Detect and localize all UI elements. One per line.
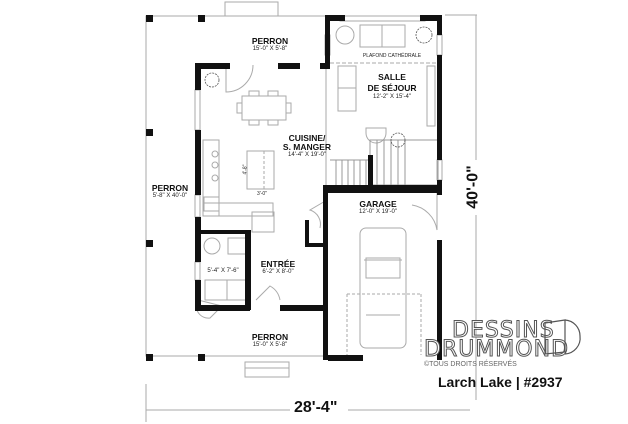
room-title-perron-top: PERRON xyxy=(251,36,289,46)
room-dims-cuisine: 14'-4" X 19'-0" xyxy=(288,152,326,158)
room-dims-salle-bain: 5'-4" X 7'-6" xyxy=(207,268,239,274)
logo-line2: DRUMMOND xyxy=(423,337,570,363)
room-title-salle-sejour-2: DE SÉJOUR xyxy=(367,83,417,93)
porch-post xyxy=(198,354,205,361)
porch-post xyxy=(146,240,153,247)
room-dims-salle-sejour: 12'-2" X 15'-4" xyxy=(373,94,411,100)
model-name: Larch Lake | #2937 xyxy=(438,374,563,390)
room-dims-garage: 12'-0" X 19'-0" xyxy=(359,209,397,215)
porch-post xyxy=(146,129,153,136)
island-depth: 4'-8" xyxy=(242,164,249,175)
room-dims-entree: 6'-2" X 8'-0" xyxy=(262,269,294,275)
overall-depth: 40'-0" xyxy=(464,165,482,209)
logo-line1: DESSINS xyxy=(452,318,555,344)
room-title-perron-left: PERRON xyxy=(151,183,189,193)
room-dims-perron-top: 15'-0" X 5'-8" xyxy=(252,46,288,52)
room-title-perron-bottom: PERRON xyxy=(251,332,289,342)
copyright-text: ©TOUS DROITS RÉSERVÉS xyxy=(424,361,517,368)
porch-post xyxy=(198,15,205,22)
room-title-cuisine-1: CUISINE/ xyxy=(288,133,326,143)
room-dims-perron-left: 5'-8" X 40'-0" xyxy=(152,193,188,199)
room-title-cuisine-2: S. MANGER xyxy=(282,142,332,152)
overall-width: 28'-4" xyxy=(294,399,338,416)
room-title-salle-sejour-1: SALLE xyxy=(378,72,406,82)
room-dims-perron-bottom: 15'-0" X 5'-8" xyxy=(252,342,288,348)
porch-post xyxy=(146,354,153,361)
room-title-entree: ENTRÉE xyxy=(260,259,296,269)
porch-post xyxy=(146,15,153,22)
room-title-garage: GARAGE xyxy=(359,199,397,209)
island-width: 3'-0" xyxy=(257,191,267,197)
ceiling-note: PLAFOND CATHÉDRALE xyxy=(362,53,422,59)
